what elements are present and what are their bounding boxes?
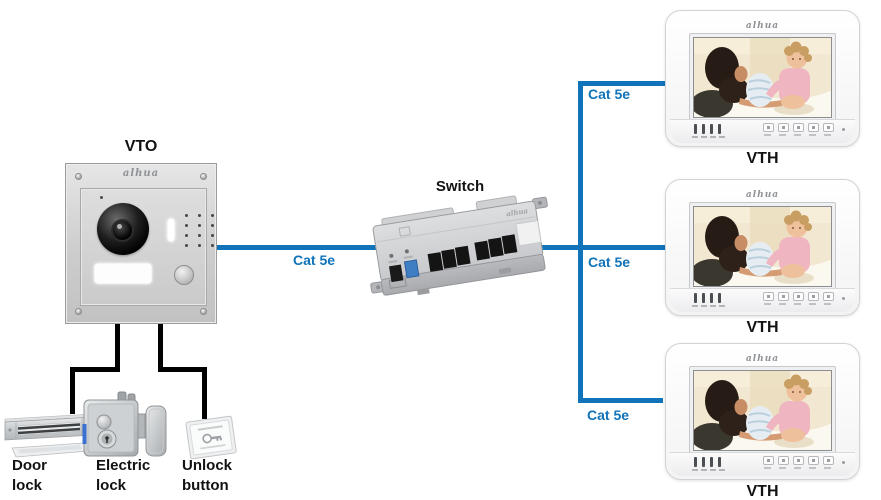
door-lock-device [4,413,95,458]
vth-screen-photo [693,206,832,287]
switch-label: Switch [435,178,485,195]
vth-label: VTH [746,319,779,336]
vth-device: alhua [665,179,860,316]
vth-unit-2: alhua [665,179,860,347]
switch-logo: alhua [506,206,530,218]
wire-right-horizontal [158,367,207,372]
vth-screen-bezel [689,202,836,291]
switch-device: alhua [370,195,548,296]
wire-left-horizontal [70,367,120,372]
vth-button [793,456,804,465]
vto-label: VTO [124,138,158,155]
wire-unlock-drop [202,367,207,419]
vto-nameplate [94,263,152,284]
vth-unit-3: alhua [665,343,860,500]
cable-label-vth1: Cat 5e [588,86,631,102]
vth-button [778,123,789,132]
microphone-hole-icon [100,196,103,199]
vth-control-strip [670,452,855,476]
vth-button [793,123,804,132]
vth-button [763,292,774,301]
unlock-button-label: Unlock button [182,457,233,494]
vth-device: alhua [665,10,860,147]
screw-icon [75,308,82,315]
vth-control-strip [670,119,855,143]
vth-button [793,292,804,301]
electric-lock-device [82,391,167,457]
vto-front-panel [80,188,214,306]
vth-button [763,456,774,465]
vth-button [778,456,789,465]
cable-branch-top [578,81,665,86]
vto-device: alhua [65,163,217,324]
vth-button [808,456,819,465]
electric-lock-label: Electric lock [96,457,151,494]
cable-label-vth2: Cat 5e [588,254,631,270]
vth-buttons [763,292,834,301]
vth-screen-bezel [689,366,836,455]
vth-control-strip [670,288,855,312]
lens-highlight [117,224,122,229]
vth-screen-photo [693,370,832,451]
vto-camera [97,203,149,255]
vth-button [808,292,819,301]
vth-label: VTH [746,483,779,500]
vth-unit-1: alhua [665,10,860,178]
vth-button [823,456,834,465]
microphone-hole-icon [842,128,845,131]
vth-led-labels [692,469,725,471]
vth-button [763,123,774,132]
vth-led-labels [692,305,725,307]
screw-icon [200,308,207,315]
dahua-logo: alhua [745,354,780,364]
vth-label: VTH [746,150,779,167]
vth-screen-bezel [689,33,836,122]
screw-icon [75,173,82,180]
dahua-logo: alhua [122,168,160,179]
cable-trunk-vertical [578,81,583,403]
vth-led-labels [692,136,725,138]
cable-label-vto-switch: Cat 5e [293,252,336,268]
cable-label-vth3: Cat 5e [587,407,630,423]
wire-vto-right-down [158,322,163,372]
wire-vto-left-down [115,322,120,372]
vth-buttons [763,123,834,132]
vth-device: alhua [665,343,860,480]
vth-status-leds [694,124,721,134]
vto-call-button [174,265,194,285]
screw-icon [200,173,207,180]
vth-button [808,123,819,132]
door-lock-label: Door lock [12,457,47,494]
dahua-logo: alhua [745,190,780,200]
wire-doorlock-drop [70,367,75,414]
microphone-hole-icon [842,297,845,300]
dahua-logo: alhua [745,21,780,31]
vth-button-labels [764,303,831,305]
cable-branch-bottom [578,398,663,403]
microphone-hole-icon [842,461,845,464]
unlock-button-device [185,415,237,460]
vth-button-labels [764,467,831,469]
vth-status-leds [694,293,721,303]
vth-button-labels [764,134,831,136]
vth-button [778,292,789,301]
vth-button [823,123,834,132]
camera-lens-icon [111,219,134,242]
vth-button [823,292,834,301]
vto-led-indicator [167,218,175,242]
vth-status-leds [694,457,721,467]
vth-buttons [763,456,834,465]
vth-screen-photo [693,37,832,118]
